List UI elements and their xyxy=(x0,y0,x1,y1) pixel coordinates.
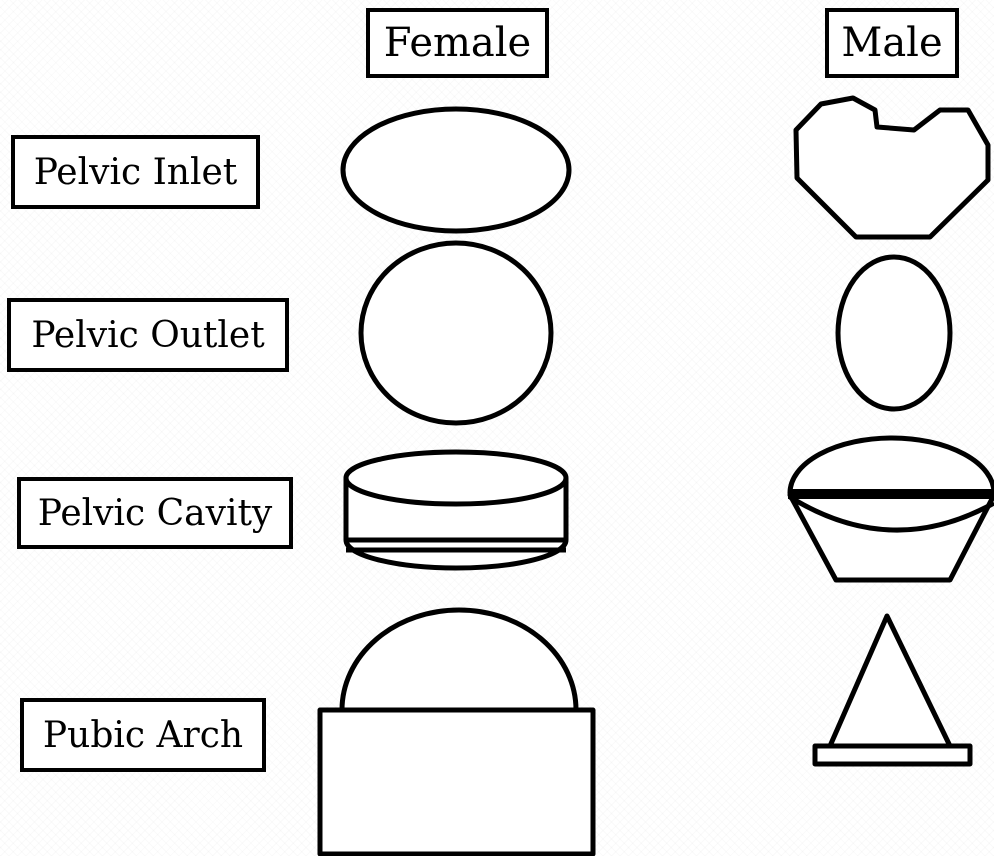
column-header-female: Female xyxy=(366,8,549,78)
row-label-pelvic-inlet-text: Pelvic Inlet xyxy=(33,151,238,193)
column-header-female-text: Female xyxy=(383,20,532,66)
male-pelvic-cavity-shape xyxy=(787,435,994,583)
row-label-pelvic-cavity: Pelvic Cavity xyxy=(17,477,293,549)
row-label-pubic-arch: Pubic Arch xyxy=(20,698,266,772)
female-pelvic-cavity-shape xyxy=(343,449,569,571)
column-header-male: Male xyxy=(825,8,959,78)
female-pelvic-inlet-shape xyxy=(340,106,572,234)
row-label-pelvic-cavity-text: Pelvic Cavity xyxy=(37,492,273,534)
male-pelvic-inlet-shape xyxy=(793,95,991,240)
row-label-pelvic-outlet: Pelvic Outlet xyxy=(7,298,289,372)
row-label-pelvic-outlet-text: Pelvic Outlet xyxy=(31,314,265,356)
row-label-pelvic-inlet: Pelvic Inlet xyxy=(11,135,260,209)
female-pubic-arch-shape xyxy=(317,607,596,856)
female-pelvic-outlet-shape xyxy=(358,240,554,426)
male-pelvic-outlet-shape xyxy=(835,254,953,412)
column-header-male-text: Male xyxy=(841,20,943,66)
row-label-pubic-arch-text: Pubic Arch xyxy=(42,714,244,756)
male-pubic-arch-shape xyxy=(812,613,973,767)
